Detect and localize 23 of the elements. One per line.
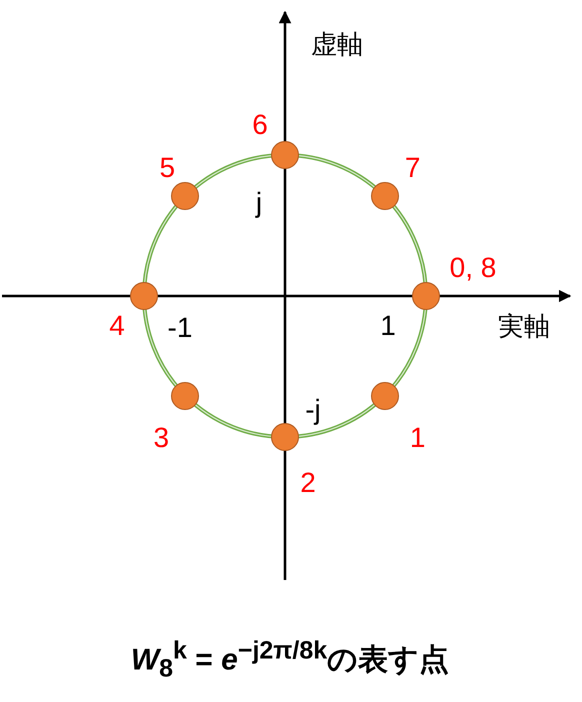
point-index-label: 0, 8 xyxy=(450,254,496,282)
point-index-label: 6 xyxy=(252,111,268,139)
point-marker xyxy=(271,423,299,451)
point-marker xyxy=(370,382,399,410)
axis-label: j xyxy=(256,189,262,217)
point-marker xyxy=(171,382,200,410)
axis-label: 1 xyxy=(380,312,396,340)
point-marker xyxy=(271,141,299,169)
axis-label: 虚軸 xyxy=(311,31,363,57)
point-marker xyxy=(370,182,399,210)
point-marker xyxy=(412,282,440,310)
axis-label: -1 xyxy=(168,314,192,342)
axis-label: -j xyxy=(305,396,321,424)
point-marker xyxy=(130,282,158,310)
point-index-label: 7 xyxy=(404,154,420,182)
point-index-label: 3 xyxy=(154,424,170,452)
point-index-label: 5 xyxy=(160,154,176,182)
axis-label: 実軸 xyxy=(498,313,550,339)
point-index-label: 4 xyxy=(109,312,125,340)
point-index-label: 2 xyxy=(300,469,316,497)
formula-caption: W$_{8}$$^{k}$ = e$^{−j2π/8k}$の表す点 xyxy=(130,638,450,682)
point-marker xyxy=(171,182,200,210)
point-index-label: 1 xyxy=(410,424,426,452)
